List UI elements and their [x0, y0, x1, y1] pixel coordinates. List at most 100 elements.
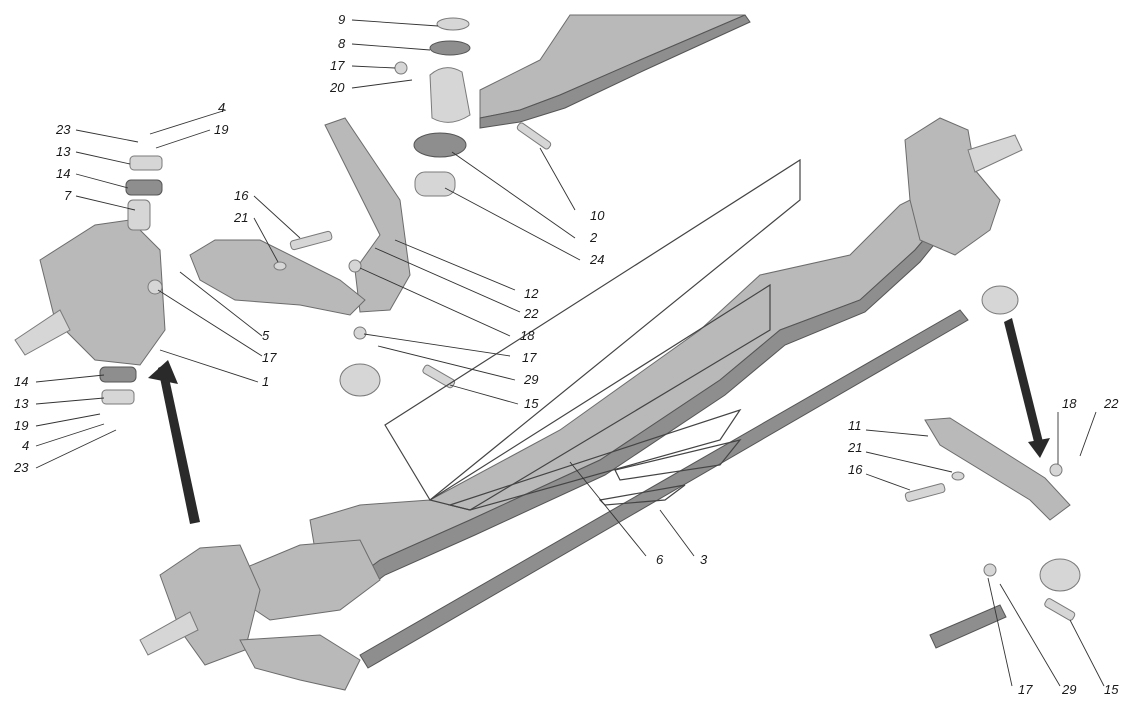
- logo-outline-path-c: [447, 408, 742, 511]
- leader-14b: [35, 374, 105, 383]
- callout-15: 15: [1104, 682, 1119, 697]
- callout-5: 5: [262, 328, 270, 343]
- callout-16: 16: [848, 462, 863, 477]
- callout-2: 2: [589, 230, 598, 245]
- callout-17: 17: [522, 350, 537, 365]
- leader-3: [659, 509, 695, 557]
- leader-23a: [75, 129, 139, 143]
- leader-21a: [253, 217, 279, 263]
- callout-11: 11: [848, 418, 862, 433]
- leader-4a: [149, 109, 227, 135]
- callout-13: 13: [56, 144, 71, 159]
- gasket-14-top: [125, 179, 163, 196]
- leader-15a: [449, 384, 519, 405]
- callout-12: 12: [524, 286, 539, 301]
- callout-6: 6: [656, 552, 664, 567]
- axle-beam-upper-shadow: [479, 14, 751, 129]
- tie-rod-tube-right: [929, 604, 1007, 649]
- leader-19b: [35, 413, 101, 427]
- nut-17-d: [983, 563, 997, 577]
- track-rod-arm-left: [189, 239, 366, 316]
- callout-17: 17: [1018, 682, 1033, 697]
- leader-4b: [35, 423, 105, 447]
- logo-outline-path-a: [384, 158, 801, 501]
- arrow-right-assembly: [1004, 318, 1044, 450]
- stub-axle-lower-left: [139, 611, 199, 656]
- assembly-arrows: [148, 318, 1050, 524]
- washer-9: [436, 17, 470, 31]
- callout-9: 9: [338, 12, 345, 27]
- pin-10: [516, 122, 552, 150]
- leader-6: [569, 461, 647, 557]
- callout-19: 19: [214, 122, 228, 137]
- gasket-14-bottom: [99, 366, 137, 383]
- nut-17-c: [353, 326, 367, 340]
- leader-21b: [865, 451, 953, 473]
- ball-joint-right-lower: [1039, 558, 1081, 592]
- callout-23: 23: [13, 460, 29, 475]
- nut-18-b: [1049, 463, 1063, 477]
- leader-17b: [157, 289, 263, 357]
- nut-18-a: [348, 259, 362, 273]
- leader-20: [351, 79, 413, 89]
- callout-7: 7: [64, 188, 72, 203]
- axle-beam-upper-fragment: [479, 14, 746, 119]
- washer-21-b: [951, 471, 965, 481]
- steering-knuckle-right: [904, 117, 1001, 256]
- leader-17d: [987, 577, 1013, 687]
- bearing-2: [413, 132, 467, 158]
- callout-18: 18: [520, 328, 535, 343]
- nut-17-a: [394, 61, 408, 75]
- ball-joint-left: [339, 363, 381, 397]
- steering-arm-upper: [324, 117, 411, 313]
- leader-16a: [253, 195, 301, 239]
- callout-8: 8: [338, 36, 346, 51]
- stub-axle-right: [967, 134, 1023, 173]
- leader-18a: [359, 267, 511, 337]
- callout-24: 24: [589, 252, 604, 267]
- logo-outline-path-e: [614, 439, 742, 481]
- callout-14: 14: [56, 166, 70, 181]
- callout-labels: 9 8 17 20 4 23 19 13 14 7 16 21 10 2 24 …: [13, 12, 1119, 697]
- callout-4: 4: [218, 100, 225, 115]
- leader-15b: [1069, 619, 1105, 687]
- kingpin-left: [127, 199, 151, 231]
- leader-29a: [377, 345, 516, 381]
- callout-22: 22: [523, 306, 539, 321]
- washer-21-a: [273, 261, 287, 271]
- callout-21: 21: [847, 440, 862, 455]
- leader-22a: [374, 247, 521, 313]
- logo-outline: [384, 158, 801, 511]
- arrow-right-assembly-head: [1028, 438, 1050, 458]
- leader-2: [451, 151, 576, 239]
- leader-7: [75, 195, 136, 211]
- leader-24: [444, 187, 581, 261]
- washer-8: [429, 40, 471, 56]
- track-rod-arm-right: [924, 417, 1071, 521]
- callout-4: 4: [22, 438, 29, 453]
- arrow-left-assembly-head: [148, 360, 178, 384]
- callout-20: 20: [329, 80, 345, 95]
- bolt-15-right: [1044, 598, 1076, 621]
- leader-13b: [35, 397, 105, 405]
- callout-17: 17: [330, 58, 345, 73]
- callout-10: 10: [590, 208, 605, 223]
- tie-rod-end-right: [981, 285, 1019, 315]
- leader-1: [159, 349, 259, 383]
- leader-19a: [155, 129, 211, 149]
- beam-kingpin-boss: [429, 67, 471, 123]
- cover-13-top: [129, 155, 163, 171]
- leader-14a: [75, 173, 129, 189]
- callout-16: 16: [234, 188, 249, 203]
- leader-22b: [1079, 411, 1097, 457]
- leader-23b: [35, 429, 117, 469]
- callout-29: 29: [1061, 682, 1076, 697]
- leader-13a: [75, 151, 131, 165]
- leader-12: [394, 239, 516, 291]
- leader-lines: [35, 19, 1105, 687]
- callout-17: 17: [262, 350, 277, 365]
- steering-knuckle-left: [39, 219, 166, 366]
- nut-17-b: [147, 279, 163, 295]
